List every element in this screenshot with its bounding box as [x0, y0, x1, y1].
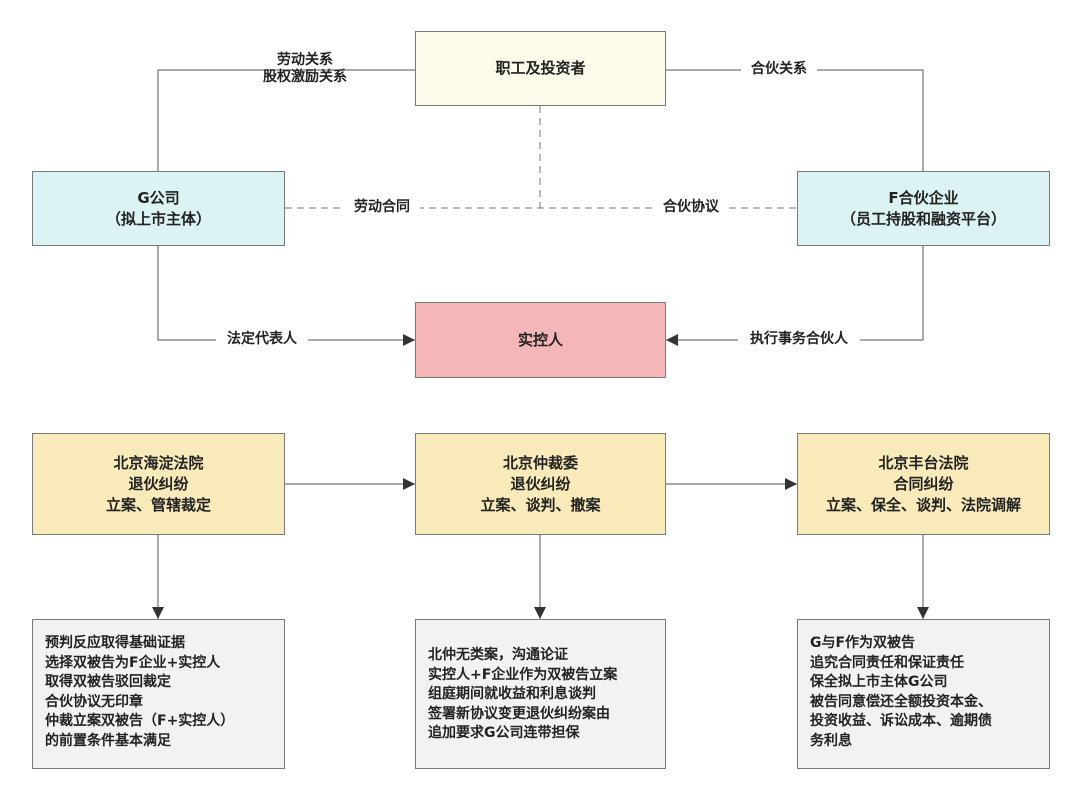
fengtai-note: G与F作为双被告 追究合同责任和保证责任 保全拟上市主体G公司 被告同意偿还全额…	[797, 619, 1050, 769]
haidian-note-line-6: 的前置条件基本满足	[45, 732, 171, 749]
label-partnership-relation: 合伙关系	[741, 61, 817, 78]
controller-node-line-1: 实控人	[517, 330, 563, 349]
g-company-node-line-2: （拟上市主体）	[105, 209, 211, 228]
investor-node-line-1: 职工及投资者	[495, 59, 586, 77]
arbitration-line-1: 北京仲裁委	[502, 453, 578, 472]
arbitration-note-line-1: 北仲无类案，沟通论证	[428, 647, 568, 663]
haidian-note-line-1: 预判反应取得基础证据	[45, 635, 185, 651]
arbitration-line-2: 退伙纠纷	[510, 474, 571, 493]
arbitration-note-line-2: 实控人+F企业作为双被告立案	[428, 666, 618, 683]
label-labor-equity: 劳动关系 股权激励关系	[245, 52, 365, 86]
fengtai-court-line-3: 立案、保全、谈判、法院调解	[825, 495, 1021, 514]
label-managing-partner: 执行事务合伙人	[738, 331, 860, 348]
haidian-court-line-2: 退伙纠纷	[128, 474, 189, 493]
f-partnership-node-line-2: （员工持股和融资平台）	[840, 209, 1006, 228]
connector-g-investor	[157, 69, 415, 171]
f-partnership-node-line-1: F合伙企业	[888, 188, 959, 207]
fengtai-court-line-1: 北京丰台法院	[878, 453, 969, 472]
haidian-note-line-3: 取得双被告驳回裁定	[45, 674, 171, 690]
arbitration-note: 北仲无类案，沟通论证 实控人+F企业作为双被告立案 组庭期间就收益和利息谈判 签…	[415, 619, 666, 769]
haidian-court-line-3: 立案、管辖裁定	[105, 495, 211, 514]
haidian-note-line-2: 选择双被告为F企业+实控人	[45, 654, 221, 671]
haidian-court-node: 北京海淀法院 退伙纠纷 立案、管辖裁定	[32, 433, 285, 535]
fengtai-note-line-2: 追究合同责任和保证责任	[810, 654, 964, 671]
fengtai-court-line-2: 合同纠纷	[893, 474, 954, 493]
arbitration-note-line-3: 组庭期间就收益和利息谈判	[428, 686, 596, 702]
connector-g-controller	[157, 246, 415, 346]
label-legal-rep: 法定代表人	[216, 331, 308, 348]
fengtai-note-line-3: 保全拟上市主体G公司	[810, 674, 948, 690]
fengtai-note-line-5: 投资收益、诉讼成本、逾期债	[810, 713, 992, 729]
arbitration-node: 北京仲裁委 退伙纠纷 立案、谈判、撤案	[415, 433, 666, 535]
arbitration-note-line-4: 签署新协议变更退伙纠纷案由	[428, 705, 610, 722]
arbitration-line-3: 立案、谈判、撤案	[480, 495, 601, 514]
g-company-node-line-1: G公司	[137, 188, 180, 207]
fengtai-note-line-6: 务利息	[810, 732, 852, 749]
label-partnership-agreement: 合伙协议	[653, 199, 729, 216]
haidian-note: 预判反应取得基础证据 选择双被告为F企业+实控人 取得双被告驳回裁定 合伙协议无…	[32, 619, 285, 769]
investor-node: 职工及投资者	[415, 31, 666, 106]
haidian-note-line-4: 合伙协议无印章	[45, 693, 143, 710]
label-labor-equity-line-1: 劳动关系	[277, 52, 333, 68]
fengtai-note-line-4: 被告同意偿还全额投资本金、	[810, 693, 992, 710]
label-labor-contract: 劳动合同	[344, 199, 420, 216]
connector-f-controller	[666, 246, 924, 346]
label-labor-equity-line-2: 股权激励关系	[263, 69, 347, 85]
fengtai-note-line-1: G与F作为双被告	[810, 635, 916, 651]
fengtai-court-node: 北京丰台法院 合同纠纷 立案、保全、谈判、法院调解	[797, 433, 1050, 535]
connector-investor-f	[666, 69, 924, 171]
f-partnership-node: F合伙企业 （员工持股和融资平台）	[797, 171, 1050, 246]
g-company-node: G公司 （拟上市主体）	[32, 171, 285, 246]
haidian-note-line-5: 仲裁立案双被告（F+实控人）	[45, 713, 235, 729]
haidian-court-line-1: 北京海淀法院	[113, 453, 204, 472]
controller-node: 实控人	[415, 302, 666, 378]
arbitration-note-line-5: 追加要求G公司连带担保	[428, 725, 580, 741]
